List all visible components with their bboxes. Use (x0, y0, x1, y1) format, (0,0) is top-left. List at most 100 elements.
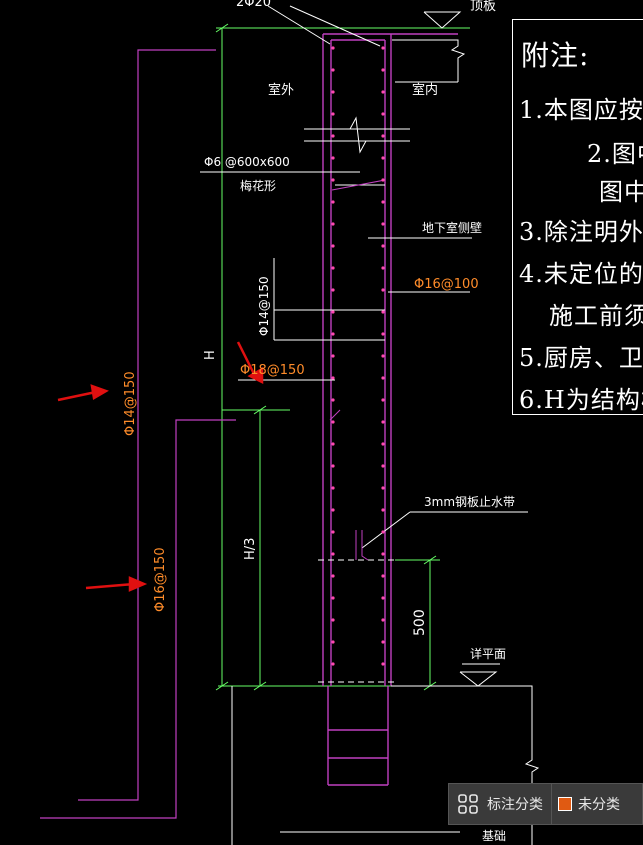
notes-box: 附注: 1.本图应按结构施 2.图中 图中画 3.除注明外,梁 4.未定位的线条… (512, 19, 643, 415)
rebar-dot (381, 420, 385, 424)
rebar-dot (381, 46, 385, 50)
rebar-dot (331, 90, 335, 94)
rebar-dot (331, 662, 335, 666)
label-waterstop: 3mm钢板止水带 (424, 495, 515, 509)
note-line-2: 2.图中 (587, 140, 643, 168)
rebar-dot (331, 486, 335, 490)
rebar-dot (331, 376, 335, 380)
label-left-16: Φ16@150 (153, 547, 168, 612)
grid-icon (458, 794, 478, 814)
classify-button[interactable]: 标注分类 (449, 784, 552, 824)
rebar-dot (381, 508, 385, 512)
rebar-dot (331, 398, 335, 402)
rebar-dot (331, 508, 335, 512)
rebar-dot (381, 200, 385, 204)
note-line-5: 4.未定位的线条 (519, 260, 643, 288)
rebar-dot (381, 178, 385, 182)
label-height-H3: H/3 (243, 538, 258, 560)
notes-title: 附注: (521, 39, 590, 72)
unclassified-label: 未分类 (578, 797, 620, 813)
rebar-dot (381, 222, 385, 226)
annotation-toolbar: 标注分类 未分类 (448, 783, 643, 825)
rebar-dot (331, 244, 335, 248)
rebar-dot (381, 376, 385, 380)
label-top-rebar: 2Φ20 (236, 0, 271, 10)
label-added-18: Φ18@150 (240, 363, 305, 378)
note-line-1: 1.本图应按结构施 (519, 96, 643, 124)
rebar-dot (331, 46, 335, 50)
rebar-lines (329, 179, 386, 561)
rebar-dot (331, 640, 335, 644)
rebar-dot (381, 354, 385, 358)
label-tie: Φ6 @600x600 (204, 155, 290, 169)
rebar-dot (381, 332, 385, 336)
rebar-dot (381, 640, 385, 644)
rebar-dot (381, 266, 385, 270)
rebar-dot (381, 442, 385, 446)
rebar-dot (381, 398, 385, 402)
leader-lines (200, 5, 528, 665)
rebar-dot (331, 420, 335, 424)
rebar-dot (331, 552, 335, 556)
label-inside: 室内 (412, 82, 438, 98)
rebar-dot (331, 200, 335, 204)
rebar-dot (331, 354, 335, 358)
rebar-dot (331, 574, 335, 578)
rebar-dot (331, 464, 335, 468)
rebar-dot (381, 156, 385, 160)
rebar-dot (381, 288, 385, 292)
rebar-dot (381, 112, 385, 116)
label-outside: 室外 (268, 82, 294, 98)
red-arrows (57, 341, 264, 592)
rebar-dot (381, 244, 385, 248)
label-top-right: 顶板 (470, 0, 496, 14)
foundation-lines (231, 11, 540, 845)
note-line-7: 5.厨房、卫生间 (519, 344, 643, 372)
rebar-dot (331, 288, 335, 292)
rebar-dot (331, 222, 335, 226)
label-height-H: H (203, 350, 218, 360)
rebar-dot (381, 464, 385, 468)
note-line-6: 施工前须与建 (549, 302, 643, 330)
rebar-dot (331, 156, 335, 160)
rebar-dot (331, 134, 335, 138)
rebar-dot (331, 178, 335, 182)
note-line-4: 3.除注明外,梁 (519, 218, 643, 246)
rebar-dot (381, 68, 385, 72)
label-horizontal-16: Φ16@100 (414, 277, 479, 292)
rebar-dot (381, 574, 385, 578)
rebar-dot (331, 112, 335, 116)
rebar-dot (381, 662, 385, 666)
dimension-lines (215, 23, 470, 691)
rebar-dot (381, 618, 385, 622)
rebar-dot (331, 332, 335, 336)
label-tie-pattern: 梅花形 (240, 178, 276, 193)
rebar-extent-lines (40, 49, 236, 819)
wall-section (322, 33, 458, 786)
rebar-dot (331, 310, 335, 314)
label-foundation: 基础 (482, 829, 506, 843)
note-line-8: 6.H为结构楼层 (519, 386, 643, 414)
unclassified-button[interactable]: 未分类 (552, 784, 626, 824)
label-wall: 地下室侧壁 (422, 220, 482, 235)
rebar-dot (381, 486, 385, 490)
label-grade: 详平面 (470, 646, 506, 661)
rebar-dot (381, 310, 385, 314)
rebar-dot (331, 442, 335, 446)
note-line-3: 图中画 (599, 178, 643, 206)
rebar-dots (331, 46, 385, 666)
construction-joint (318, 559, 396, 683)
label-vertical-14: Φ14@150 (257, 276, 271, 336)
rebar-dot (381, 90, 385, 94)
rebar-dot (381, 134, 385, 138)
rebar-dot (331, 596, 335, 600)
rebar-dot (381, 530, 385, 534)
rebar-dot (331, 266, 335, 270)
rebar-dot (331, 618, 335, 622)
label-dim-500: 500 (412, 609, 428, 636)
rebar-dot (381, 596, 385, 600)
color-swatch-icon (558, 797, 572, 811)
rebar-dot (331, 68, 335, 72)
rebar-dot (331, 530, 335, 534)
